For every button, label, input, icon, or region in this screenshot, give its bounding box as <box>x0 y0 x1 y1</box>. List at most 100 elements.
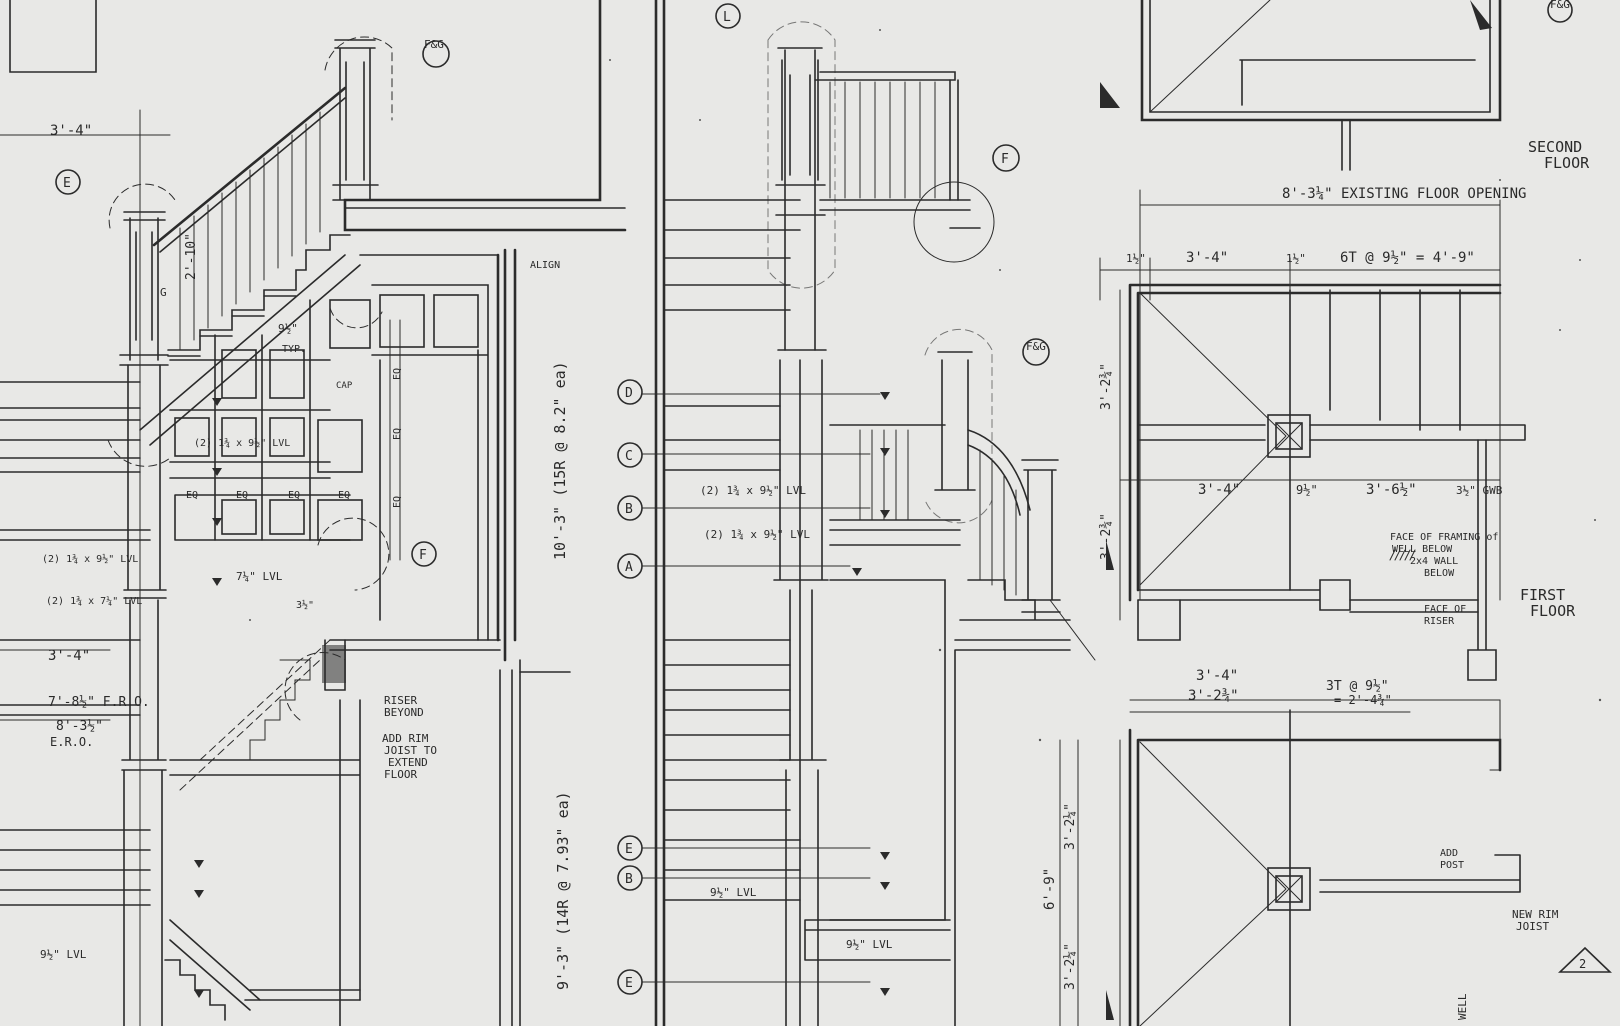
middle-lvl-1: (2) 1¾ x 9½" LVL <box>700 484 806 497</box>
second-floor-1: SECOND <box>1528 138 1582 156</box>
ero-note: E.R.O. <box>50 735 93 749</box>
dim-3-4-top: 3'-4" <box>50 123 92 139</box>
riser-beyond-2: BEYOND <box>384 706 424 719</box>
eq-label-3: EQ <box>288 490 300 501</box>
middle-lvl-4: 9½" LVL <box>846 938 893 951</box>
vert-dim-9-3: 9'-3" (14R @ 7.93" ea) <box>554 791 572 990</box>
svg-text:E: E <box>63 176 71 191</box>
bubble-c: C <box>617 442 643 468</box>
middle-lvl-3: 9½" LVL <box>710 886 757 899</box>
svg-text:F: F <box>1001 152 1009 167</box>
svg-text:E: E <box>625 842 633 857</box>
new-rim-2: JOIST <box>1516 920 1549 933</box>
paper-specks <box>249 29 1602 742</box>
bubble-e-left: E <box>55 169 81 195</box>
dim-3-half: 3½" <box>296 599 314 611</box>
dim-112-a: 1½" <box>1126 252 1146 265</box>
face-riser-2: RISER <box>1424 616 1455 627</box>
middle-stair-section: (2) 1¾ x 9½" LVL (2) 1¾ x 9½" LVL 9½" LV… <box>641 0 1096 1026</box>
bubble-l-top: L <box>715 3 741 29</box>
svg-text:2: 2 <box>1579 957 1586 971</box>
bubble-a: A <box>617 553 643 579</box>
eq-vert-2: EQ <box>392 428 403 440</box>
svg-text:B: B <box>625 502 633 517</box>
bubble-fg-mid: F&G <box>1022 338 1050 366</box>
dim-9-half: 9½" <box>278 322 298 335</box>
svg-text:F&G: F&G <box>1550 0 1570 11</box>
svg-text:A: A <box>625 560 633 575</box>
section-marker-2: 2 <box>1579 957 1586 971</box>
bubble-b: B <box>617 495 643 521</box>
g-mark: G <box>160 286 167 299</box>
dim-gwb: 3½" GWB <box>1456 484 1503 497</box>
dim-3-6-half: 3'-6½" <box>1366 482 1417 498</box>
face-framing-3: 2x4 WALL <box>1410 556 1458 567</box>
dim-3-4-c: 3'-4" <box>1196 668 1238 684</box>
second-floor-2: FLOOR <box>1544 154 1590 172</box>
svg-text:F&G: F&G <box>424 38 444 51</box>
first-floor-2: FLOOR <box>1530 602 1576 620</box>
first-floor-1: FIRST <box>1520 586 1565 604</box>
add-rim-3: EXTEND <box>388 756 428 769</box>
add-post-1: ADD <box>1440 848 1458 859</box>
dim-3-4-b: 3'-4" <box>1198 482 1240 498</box>
bubble-f-left-panel: F <box>411 541 437 567</box>
eq-vert-3: EQ <box>392 496 403 508</box>
dim-3-2-34: 3'-2¾" <box>1099 363 1114 410</box>
add-rim-2: JOIST TO <box>384 744 437 757</box>
left-stair-elevation: 3'-4" TYP. G 2'-10" 9½" CAP EQ EQ EQ EQ … <box>0 0 627 1026</box>
bubble-fg-top-right: F&G <box>1547 0 1573 23</box>
svg-text:F: F <box>419 548 427 563</box>
face-framing-4: BELOW <box>1424 568 1455 579</box>
bubble-f-top: F <box>992 144 1020 172</box>
dim-6t: 6T @ 9½" = 4'-9" <box>1340 250 1475 266</box>
new-rim-1: NEW RIM <box>1512 908 1559 921</box>
svg-text:F&G: F&G <box>1026 340 1046 353</box>
face-framing-1: FACE OF FRAMING of <box>1390 532 1498 543</box>
lvl-714: 7¼" LVL <box>236 570 283 583</box>
add-rim-4: FLOOR <box>384 768 417 781</box>
bubble-b-lower: B <box>617 865 643 891</box>
dim-6-9: 6'-9" <box>1042 868 1058 910</box>
dim-3-4-a: 3'-4" <box>1186 250 1228 266</box>
add-rim-1: ADD RIM <box>382 732 429 745</box>
detail-bubbles: E L F F&G D C B A <box>55 0 1586 995</box>
bubble-d: D <box>617 379 643 405</box>
lvl-912-low: 9½" LVL <box>40 948 87 961</box>
existing-opening: 8'-3¼" EXISTING FLOOR OPENING <box>1282 186 1526 202</box>
add-post-2: POST <box>1440 860 1464 871</box>
bubble-e-bottom: E <box>617 969 643 995</box>
face-framing-2: WELL BELOW <box>1392 544 1453 555</box>
lvl-2-134x912: (2) 1¾ x 9½" LVL <box>194 437 290 449</box>
dim-3t: 3T @ 9½" <box>1326 679 1389 694</box>
eq-vert-1: EQ <box>392 368 403 380</box>
eq-label-1: EQ <box>186 490 198 501</box>
well-note: WELL <box>1456 993 1469 1020</box>
lvl-2-134x912-b: (2) 1¾ x 9½" LVL <box>42 553 138 565</box>
svg-text:L: L <box>723 10 731 25</box>
dim-3-2-34-c: 3'-2¾" <box>1188 688 1239 704</box>
dim-7-8-fro: 7'-8½" F.R.O. <box>48 695 150 710</box>
svg-text:C: C <box>625 449 633 464</box>
svg-text:D: D <box>625 386 633 401</box>
dim-112-b: 1½" <box>1286 252 1306 265</box>
dim-3-4-mid: 3'-4" <box>48 648 90 664</box>
dim-3-2-34-b: 3'-2¾" <box>1099 513 1114 560</box>
middle-lvl-2: (2) 1¾ x 9½" LVL <box>704 528 810 541</box>
dim-9-half-r: 9½" <box>1296 483 1318 497</box>
dim-3-2-14: 3'-2¼" <box>1063 803 1078 850</box>
right-stair-plan: SECOND FLOOR 8'-3¼" EXISTING FLOOR OPENI… <box>1042 0 1612 1026</box>
dim-3-2-14-b: 3'-2¼" <box>1063 943 1078 990</box>
riser-beyond-1: RISER <box>384 694 417 707</box>
align-note: ALIGN <box>530 260 560 271</box>
typ-note: TYP. <box>282 344 306 355</box>
eq-label-2: EQ <box>236 490 248 501</box>
face-riser-1: FACE OF <box>1424 604 1466 615</box>
bubble-e-lower: E <box>617 835 643 861</box>
bubble-fg-top-left: F&G <box>422 38 450 68</box>
vert-dim-10-3: 10'-3" (15R @ 8.2" ea) <box>551 361 569 560</box>
cap-note: CAP <box>336 381 353 391</box>
dim-8-3-half: 8'-3½" <box>56 719 103 734</box>
lvl-2-134x714: (2) 1¾ x 7¼" LVL <box>46 595 142 607</box>
